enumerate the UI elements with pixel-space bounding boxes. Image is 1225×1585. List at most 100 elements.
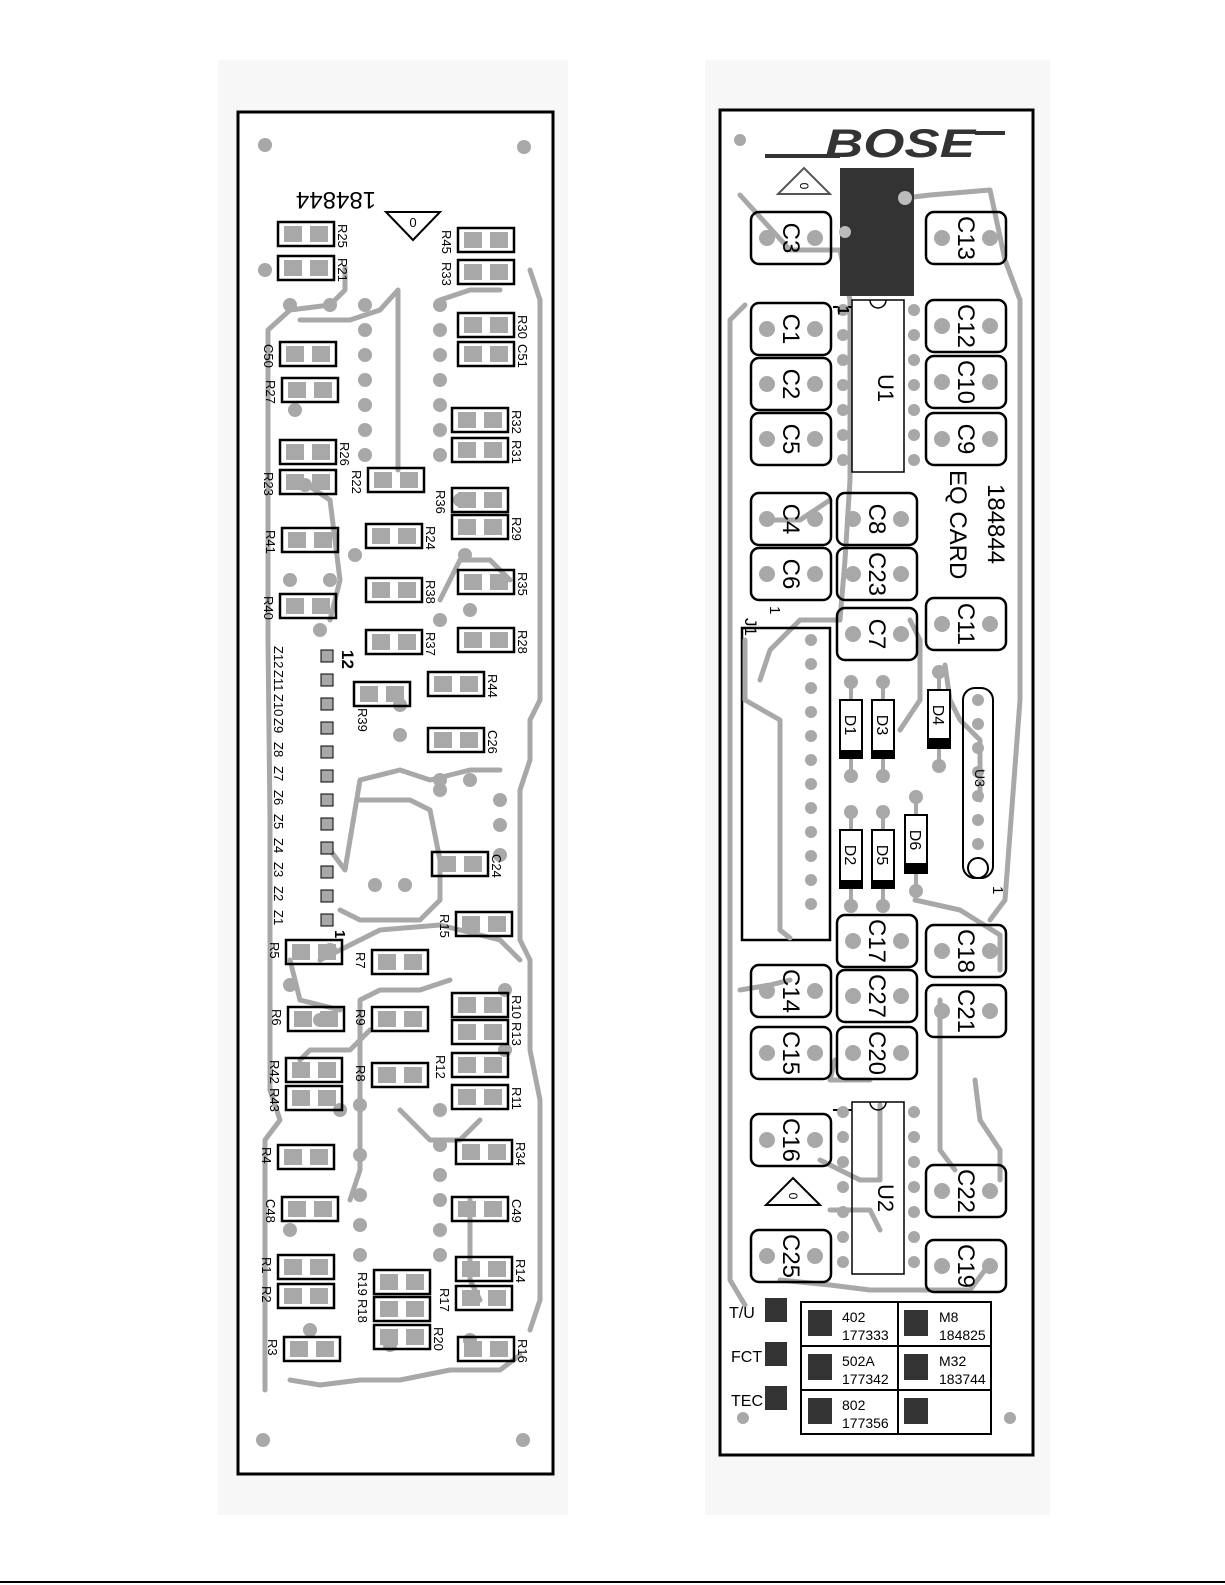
capacitor-label: C27 (863, 974, 890, 1018)
footprint-outline (456, 311, 516, 339)
footprint-outline (372, 1268, 432, 1296)
ic-pin (908, 454, 920, 466)
smd-pad (380, 1301, 398, 1317)
pad (807, 431, 823, 447)
resistor-label: R28 (515, 630, 530, 654)
pad (807, 983, 823, 999)
resistor-footprint: R40 (261, 592, 338, 620)
resistor-label: R37 (423, 632, 438, 656)
ic-pin (908, 304, 920, 316)
ic-pin (837, 454, 849, 466)
footprint-outline (450, 406, 510, 434)
footprint-outline (450, 486, 510, 514)
capacitor-label: C16 (777, 1118, 804, 1162)
smd-pad (404, 1067, 422, 1083)
footprint-outline (450, 1083, 510, 1111)
right-board: BOSE (718, 108, 1035, 1457)
capacitor-label: C1 (777, 314, 804, 345)
resistor-label: C48 (263, 1199, 278, 1223)
pad (893, 988, 909, 1004)
ic-pin (837, 354, 849, 366)
capacitor-footprint: C3 (749, 210, 833, 266)
smd-pad (284, 260, 302, 276)
pad (844, 675, 858, 689)
resistor-label: R41 (263, 530, 278, 554)
smd-pad (284, 226, 302, 242)
pad (845, 511, 861, 527)
pad (934, 616, 950, 632)
resistor-footprint: R20 (372, 1323, 446, 1351)
footprint-outline (352, 680, 412, 708)
smd-pad (318, 944, 336, 960)
smd-pad (314, 382, 332, 398)
resistor-footprint: R35 (456, 568, 530, 596)
pad (934, 318, 950, 334)
pad (982, 616, 998, 632)
smd-pad (312, 444, 330, 460)
ic-pin (908, 379, 920, 391)
capacitor-label: C25 (777, 1234, 804, 1278)
part-number: 184825 (939, 1327, 986, 1343)
resistor-label: R22 (349, 470, 364, 494)
resistor-label: R16 (515, 1339, 530, 1363)
part-number: 177342 (842, 1371, 889, 1387)
regulator-block (840, 168, 914, 296)
footprint-outline (366, 466, 426, 494)
pad (807, 230, 823, 246)
test-points: T/U FCT TEC (729, 1298, 787, 1410)
footprint-outline (835, 606, 919, 662)
revision-triangle-bottom-label: 0 (786, 1193, 800, 1200)
smd-pad (458, 442, 476, 458)
footprint-outline (456, 340, 516, 368)
footprint-outline (450, 436, 510, 464)
smd-pad (372, 634, 390, 650)
footprint-outline (450, 1051, 510, 1079)
footprint-outline (284, 938, 344, 966)
footprint-outline (454, 910, 514, 938)
resistor-footprint: R26 (278, 438, 352, 466)
resistor-footprint: R23 (261, 468, 338, 496)
smd-pad (310, 1288, 328, 1304)
resistor-label: R39 (355, 708, 370, 732)
footprint-outline (456, 568, 516, 596)
smd-pad (372, 528, 390, 544)
pad (759, 376, 775, 392)
resistor-footprint: R14 (454, 1255, 528, 1283)
resistor-label: R11 (509, 1087, 524, 1110)
ic-pin (805, 826, 817, 838)
smd-pad (284, 1259, 302, 1275)
resistor-label: R27 (263, 380, 278, 404)
smd-pad (484, 492, 502, 508)
resistor-footprint: R24 (364, 522, 438, 550)
connector-pin-label: Z5 (271, 814, 286, 829)
footprint-outline (749, 301, 833, 357)
ic-pin (837, 1106, 849, 1118)
pad (844, 769, 858, 783)
footprint-outline (749, 1112, 833, 1168)
smd-pad (292, 944, 310, 960)
ic-pin (972, 718, 984, 730)
pad (844, 899, 858, 913)
cathode-band (840, 880, 862, 888)
diode-label: D3 (873, 715, 890, 736)
capacitor-footprint: C19 (924, 1238, 1008, 1294)
resistor-footprint: R1 (259, 1253, 336, 1281)
part-code: M8 (939, 1309, 959, 1325)
pad (759, 1248, 775, 1264)
ic-pin (908, 354, 920, 366)
footprint-outline (426, 726, 486, 754)
resistor-footprint: C49 (450, 1195, 524, 1223)
diode-footprint: D3 (871, 675, 895, 783)
footprint-outline (364, 522, 424, 550)
smd-pad (386, 686, 404, 702)
smd-pad (310, 1259, 328, 1275)
resistor-footprint: R21 (276, 254, 350, 282)
smd-pad (286, 346, 304, 362)
capacitor-footprint: C21 (924, 983, 1008, 1039)
u1-label: U1 (873, 374, 898, 402)
revision-triangle (383, 211, 443, 242)
capacitor-label: C9 (952, 424, 979, 455)
resistor-footprint: R19 (355, 1268, 432, 1296)
board-number-mirrored: 184844 (296, 186, 376, 213)
